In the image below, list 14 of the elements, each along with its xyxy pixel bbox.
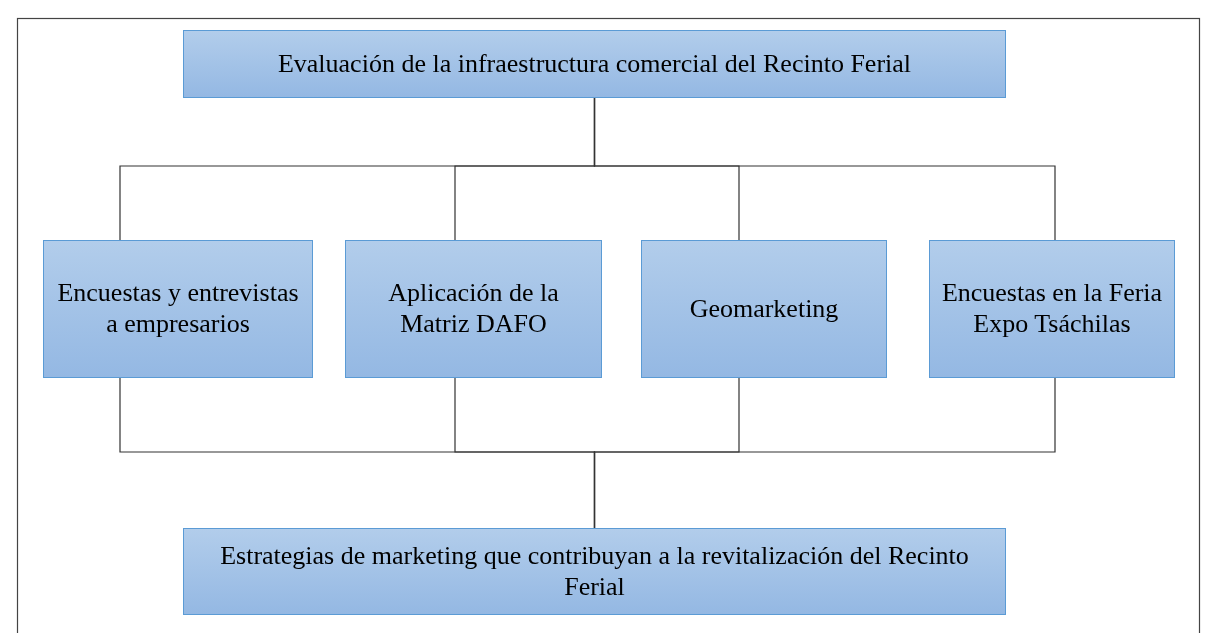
process-box <box>929 240 1175 378</box>
process-box <box>183 528 1006 615</box>
box-label: Aplicación de la Matriz DAFO <box>387 278 560 340</box>
box-label: Estrategias de marketing que contribuyan a la revitalización del Recinto Ferial <box>219 540 970 603</box>
process-box <box>43 240 313 378</box>
connector-line <box>593 377 1056 529</box>
box-label: Encuestas en la Feria Expo Tsáchilas <box>940 278 1164 340</box>
box-label: Evaluación de la infraestructura comercial del Recinto Ferial <box>277 48 912 80</box>
process-box <box>183 30 1006 98</box>
connector-line <box>593 97 1056 241</box>
box-label: Geomarketing <box>689 293 839 325</box>
process-box <box>641 240 887 378</box>
process-box <box>345 240 602 378</box>
box-label: Encuestas y entrevistas a empresarios <box>56 278 300 340</box>
